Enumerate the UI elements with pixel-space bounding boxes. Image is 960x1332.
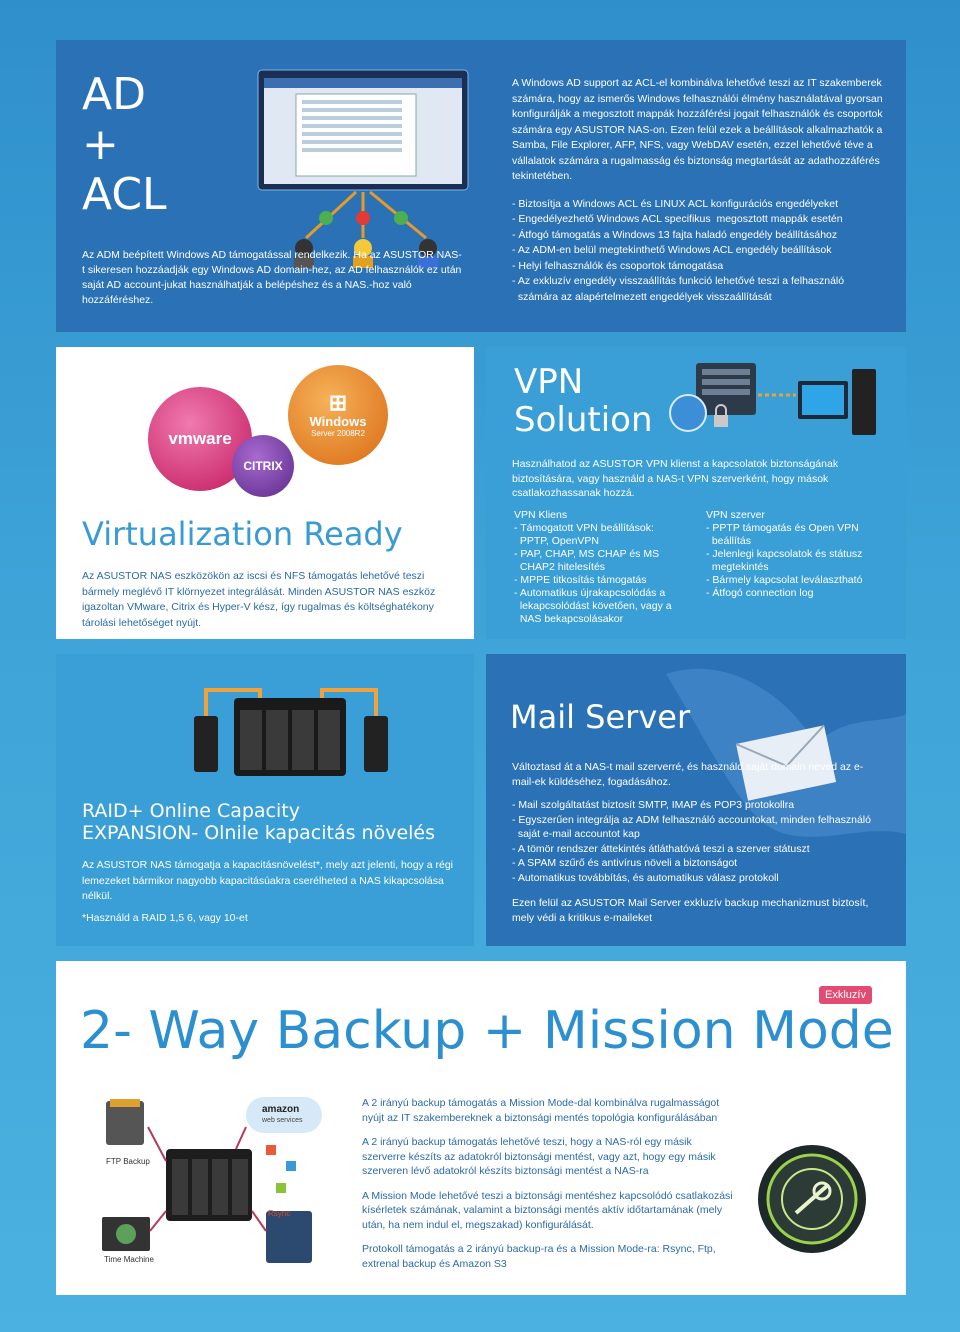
bird-envelope-illustration	[666, 668, 906, 837]
list-item: - Automatikus továbbítás, és automatikus…	[512, 871, 779, 884]
vpn-panel: VPN Solution Használhatod az ASUSTOR VPN…	[486, 347, 906, 639]
ad-intro-text: Az ADM beépített Windows AD támogatással…	[82, 249, 462, 306]
mission-mode-icon	[758, 1145, 866, 1253]
vpn-illustration	[669, 363, 876, 435]
ftp-backup-label: FTP Backup	[106, 1157, 150, 1166]
list-item: - PPTP támogatás és Open VPN	[706, 522, 859, 534]
list-item: - Bármely kapcsolat leválasztható	[706, 574, 863, 586]
ad-description: A Windows AD support az ACL-el kombinálv…	[512, 77, 883, 182]
list-item: - A tömör rendszer áttekintés átláthatóv…	[512, 842, 810, 855]
ad-feature-list: - Biztosítja a Windows ACL és LINUX ACL …	[512, 197, 890, 306]
virtualization-description: Az ASUSTOR NAS eszközökön az iscsi és NF…	[82, 570, 436, 629]
backup-topology-illustration	[102, 1097, 322, 1263]
time-machine-label: Time Machine	[104, 1255, 154, 1264]
raid-description: Az ASUSTOR NAS támogatja a kapacitásnöve…	[82, 859, 453, 902]
vpn-server-list: VPN szerver - PPTP támogatás és Open VPN…	[706, 509, 862, 600]
raid-panel: RAID+ Online Capacity EXPANSION- Olnile …	[56, 654, 474, 946]
backup-paragraph: A Mission Mode lehetővé teszi a biztonsá…	[362, 1189, 733, 1231]
list-item: - Támogatott VPN beállítások:	[514, 522, 654, 534]
list-item: - Átfogó támogatás a Windows 13 fajta ha…	[512, 228, 838, 241]
mail-extra-text: Ezen felül az ASUSTOR Mail Server exkluz…	[512, 897, 869, 924]
list-item: - Helyi felhasználók és csoportok támoga…	[512, 259, 724, 272]
list-item: VPN Kliens	[514, 509, 568, 521]
ad-acl-illustration	[257, 69, 469, 268]
list-item: NAS bekapcsolásakor	[514, 613, 624, 625]
title-line: VPN	[514, 362, 584, 402]
raid-footnote: *Használd a RAID 1,5 6, vagy 10-et	[82, 912, 248, 924]
backup-paragraph: Protokoll támogatás a 2 irányú backup-ra…	[362, 1243, 716, 1270]
backup-title: 2- Way Backup + Mission Mode	[80, 1001, 894, 1061]
list-item: - Biztosítja a Windows ACL és LINUX ACL …	[512, 197, 839, 210]
ad-details: A Windows AD support az ACL-el kombinálv…	[512, 76, 890, 305]
windows-server-logo: ⊞ Windows Server 2008R2	[288, 365, 388, 465]
list-item: - Az exkluzív engedély visszaállítás fun…	[512, 275, 845, 287]
list-item: saját e-mail accountot kap	[512, 828, 640, 841]
list-item: - MPPE titkosítás támogatás	[514, 574, 647, 586]
windows-flag-icon: ⊞	[328, 390, 348, 415]
backup-paragraph: A 2 irányú backup támogatás a Mission Mo…	[362, 1097, 720, 1124]
list-item: PPTP, OpenVPN	[514, 535, 600, 547]
list-item: - A SPAM szűrő és antivírus növeli a biz…	[512, 857, 738, 870]
list-item: VPN szerver	[706, 509, 765, 521]
mail-title: Mail Server	[510, 698, 691, 736]
backup-text-block: A 2 irányú backup támogatás a Mission Mo…	[362, 1096, 738, 1281]
mail-panel: Mail Server Változtasd át a NAS-t mail s…	[486, 654, 906, 946]
list-item: megtekintés	[706, 561, 769, 573]
title-line-plus: +	[82, 119, 119, 170]
list-item: - Jelenlegi kapcsolatok és státusz	[706, 548, 863, 560]
citrix-logo: CITRIX	[232, 435, 294, 497]
rsync-label: Rsync	[268, 1209, 291, 1218]
list-item: számára az alapértelmezett engedélyek vi…	[512, 290, 772, 303]
list-item: - Átfogó connection log	[706, 587, 814, 599]
title-line: Solution	[514, 400, 653, 440]
vpn-description: Használhatod az ASUSTOR VPN klienst a ka…	[512, 458, 839, 499]
list-item: - Automatikus újrakapcsolódás a	[514, 587, 666, 599]
list-item: - Mail szolgáltatást biztosít SMTP, IMAP…	[512, 799, 795, 811]
mail-feature-list: - Mail szolgáltatást biztosít SMTP, IMAP…	[512, 798, 871, 886]
aws-label: web services	[262, 1117, 303, 1124]
vpn-title: VPN Solution	[514, 363, 653, 439]
exclusive-badge: Exkluzív	[819, 986, 872, 1004]
list-item: beállítás	[706, 535, 751, 547]
vpn-client-list: VPN Kliens - Támogatott VPN beállítások:…	[514, 509, 672, 626]
ad-acl-title: AD + ACL	[82, 70, 167, 220]
virtualization-title: Virtualization Ready	[82, 515, 403, 553]
ad-acl-panel: AD + ACL Az ADM beépített Windows AD tám…	[56, 40, 906, 332]
list-item: CHAP2 hitelesítés	[514, 561, 606, 573]
title-line: RAID+ Online Capacity	[82, 800, 300, 822]
backup-panel: Exkluzív 2- Way Backup + Mission Mode FT…	[56, 961, 906, 1295]
title-line-ad: AD	[82, 69, 146, 120]
amazon-label: amazon	[262, 1104, 300, 1115]
list-item: - Az ADM-en belül megtekinthető Windows …	[512, 244, 832, 256]
virtualization-panel: vmware CITRIX ⊞ Windows Server 2008R2 Vi…	[56, 347, 474, 639]
list-item: lekapcsolódást követően, vagy a	[514, 600, 672, 612]
raid-title: RAID+ Online Capacity EXPANSION- Olnile …	[82, 800, 435, 844]
title-line-acl: ACL	[82, 169, 167, 220]
raid-illustration	[194, 688, 388, 776]
backup-paragraph: A 2 irányú backup támogatás lehetővé tes…	[362, 1136, 716, 1177]
title-line: EXPANSION- Olnile kapacitás növelés	[82, 822, 436, 844]
list-item: - Egyszerűen integrálja az ADM felhaszná…	[512, 813, 871, 826]
mail-description: Változtasd át a NAS-t mail szerverré, és…	[512, 761, 864, 788]
list-item: - Engedélyezhető Windows ACL specifikus …	[512, 213, 843, 225]
list-item: - PAP, CHAP, MS CHAP és MS	[514, 548, 660, 560]
